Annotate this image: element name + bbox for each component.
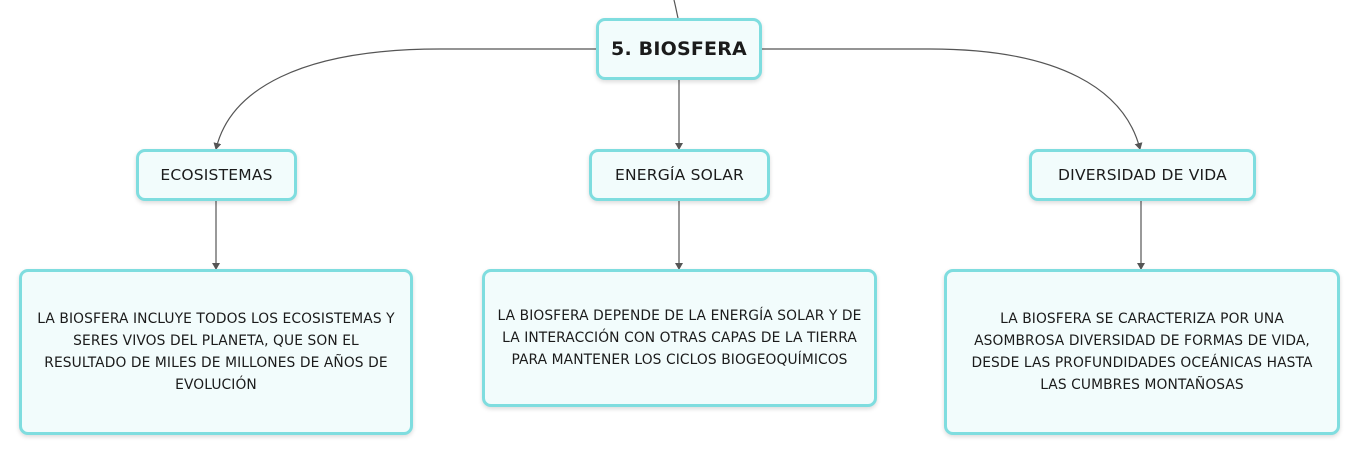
branch-title: ENERGÍA SOLAR (614, 166, 745, 184)
detail-text: LA BIOSFERA SE CARACTERIZA POR UNA ASOMB… (971, 311, 1313, 393)
root-title: 5. BIOSFERA (611, 38, 747, 60)
detail-node-energia-solar[interactable]: LA BIOSFERA DEPENDE DE LA ENERGÍA SOLAR … (482, 269, 877, 407)
branch-node-diversidad-de-vida[interactable]: DIVERSIDAD DE VIDA (1029, 149, 1256, 201)
incoming-connector (673, 0, 679, 19)
detail-text: LA BIOSFERA DEPENDE DE LA ENERGÍA SOLAR … (497, 308, 862, 368)
branch-node-energia-solar[interactable]: ENERGÍA SOLAR (589, 149, 770, 201)
detail-text: LA BIOSFERA INCLUYE TODOS LOS ECOSISTEMA… (37, 311, 395, 393)
root-node[interactable]: 5. BIOSFERA (596, 18, 762, 80)
detail-node-ecosistemas[interactable]: LA BIOSFERA INCLUYE TODOS LOS ECOSISTEMA… (19, 269, 413, 435)
branch-node-ecosistemas[interactable]: ECOSISTEMAS (136, 149, 297, 201)
detail-node-diversidad-de-vida[interactable]: LA BIOSFERA SE CARACTERIZA POR UNA ASOMB… (944, 269, 1340, 435)
branch-title: ECOSISTEMAS (160, 166, 273, 184)
connector-root-ecosistemas (213, 48, 596, 150)
branch-title: DIVERSIDAD DE VIDA (1058, 166, 1227, 184)
connector-root-diversidad (762, 48, 1143, 150)
